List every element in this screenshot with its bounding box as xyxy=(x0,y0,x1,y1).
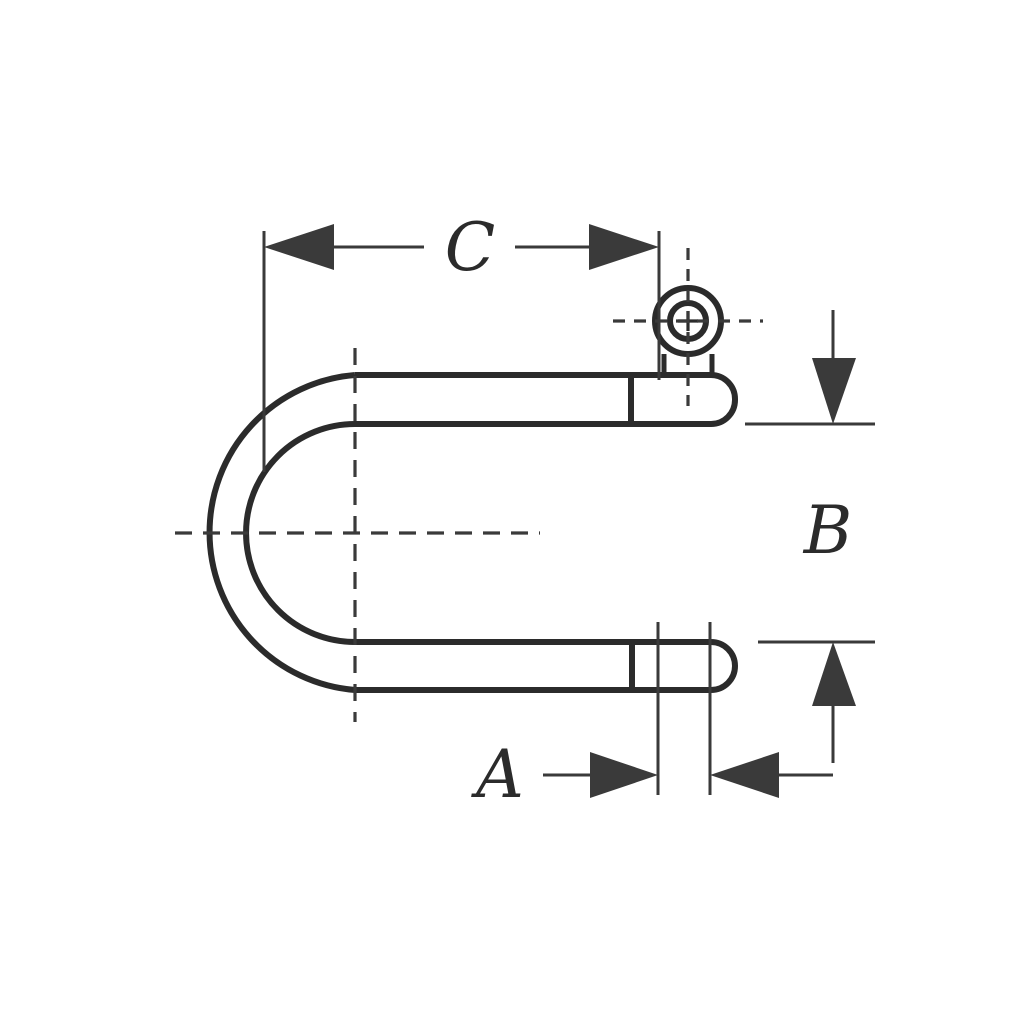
dim-a-right-arrowhead xyxy=(710,752,779,798)
dim-b-bottom-arrowhead xyxy=(812,642,856,706)
dim-b-top-arrowhead xyxy=(812,358,856,424)
shackle-outer-profile xyxy=(355,372,738,427)
dimension-b: B xyxy=(745,310,875,763)
dim-c-left-arrowhead xyxy=(264,224,334,270)
dim-c-right-arrowhead xyxy=(589,224,659,270)
shackle-bottom-outer-profile xyxy=(355,639,739,693)
dim-b-label: B xyxy=(803,492,853,569)
dim-a-left-arrowhead xyxy=(590,752,658,798)
dim-c-label: C xyxy=(445,209,496,286)
dimension-a: A xyxy=(470,622,833,813)
centerlines xyxy=(175,348,540,722)
dimension-c: C xyxy=(262,209,661,472)
dim-a-label: A xyxy=(470,736,524,813)
